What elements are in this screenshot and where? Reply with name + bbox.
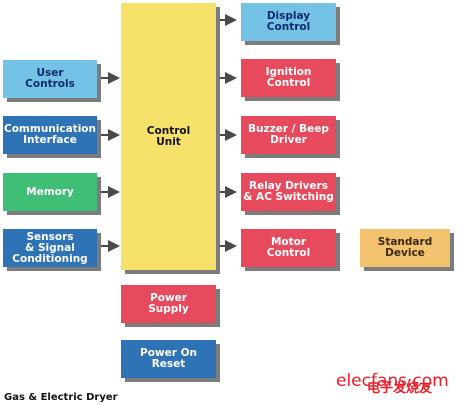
left-side-arrows	[89, 72, 120, 252]
power-supply-block: Power Supply	[121, 285, 216, 323]
power-on-reset-block: Power On Reset	[121, 340, 216, 378]
power-supply-label: Power Supply	[148, 292, 189, 315]
right-side-arrows	[218, 14, 237, 252]
motor-control-label: Motor Control	[266, 236, 311, 259]
control-unit-block: Control Unit	[121, 3, 216, 270]
communication-interface-block: Communication Interface	[3, 116, 97, 154]
ignition-control-block: Ignition Control	[241, 59, 336, 97]
user-controls-label: User Controls	[25, 67, 75, 90]
buzzer-beep-driver-block: Buzzer / Beep Driver	[241, 116, 336, 154]
user-controls-block: User Controls	[3, 60, 97, 98]
relay-drivers-label: Relay Drivers & AC Switching	[243, 180, 334, 203]
motor-control-block: Motor Control	[241, 229, 336, 267]
diagram-footer-label: Gas & Electric Dryer	[4, 392, 118, 403]
memory-label: Memory	[26, 185, 74, 198]
brand-watermark: elecfans·com	[336, 371, 449, 391]
ignition-control-label: Ignition Control	[265, 66, 312, 89]
brand-watermark-cn: 电子发烧友	[367, 381, 433, 396]
buzzer-beep-driver-label: Buzzer / Beep Driver	[248, 123, 329, 146]
display-control-block: Display Control	[241, 3, 336, 41]
memory-block: Memory	[3, 173, 97, 211]
sensors-signal-conditioning-block: Sensors & Signal Conditioning	[3, 229, 97, 267]
control-unit-label: Control Unit	[146, 124, 191, 148]
standard-device-label: Standard Device	[377, 236, 433, 259]
sensors-signal-conditioning-label: Sensors & Signal Conditioning	[12, 230, 88, 265]
relay-drivers-block: Relay Drivers & AC Switching	[241, 173, 336, 211]
display-control-label: Display Control	[266, 10, 311, 33]
power-on-reset-label: Power On Reset	[140, 347, 197, 370]
standard-device-block: Standard Device	[360, 229, 450, 267]
communication-interface-label: Communication Interface	[4, 123, 96, 146]
